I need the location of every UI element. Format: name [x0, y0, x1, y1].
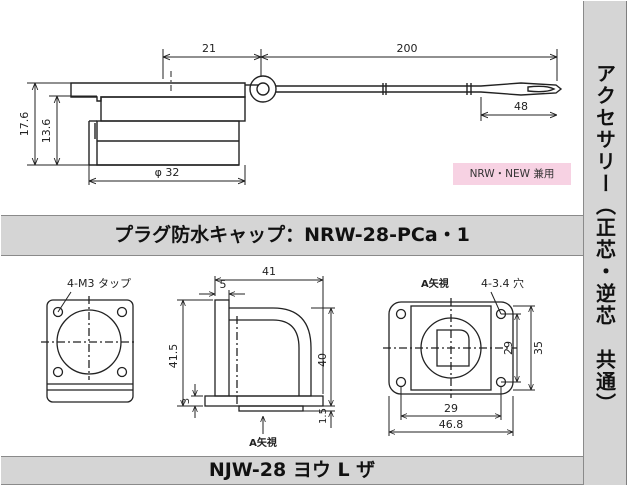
dim-200: 200: [397, 42, 418, 55]
dim-35: 35: [532, 341, 545, 355]
dim-41-5: 41.5: [167, 344, 180, 369]
dim-29-v: 29: [502, 341, 515, 355]
dim-17-6: 17.6: [18, 112, 31, 137]
side-label: アクセサリー（正芯・逆芯 共通）: [592, 63, 617, 415]
rear-view-label: A矢視: [421, 277, 449, 290]
dim-5: 5: [220, 278, 227, 291]
cap-drawing: 21 200 48 17.6 13.6 φ 32: [18, 42, 563, 185]
cap-body: [70, 82, 246, 166]
rear-view: [383, 298, 517, 398]
accessory-side-bar: アクセサリー（正芯・逆芯 共通）: [583, 1, 626, 485]
dim-46-8: 46.8: [439, 418, 464, 431]
dim-1-5: 1.5: [318, 408, 329, 424]
front-view: [41, 296, 137, 403]
view-arrow-label: A矢視: [249, 436, 277, 449]
dim-41: 41: [262, 265, 276, 278]
dim-3: 3: [181, 398, 192, 404]
dim-13-6: 13.6: [40, 119, 53, 144]
holes-label: 4-3.4 穴: [481, 276, 524, 290]
dim-21: 21: [202, 42, 216, 55]
strap: [245, 75, 563, 103]
dim-48: 48: [514, 100, 528, 113]
tap-label: 4-M3 タップ: [67, 277, 131, 290]
cap-drawing-panel: 21 200 48 17.6 13.6 φ 32 NRW・NEW 兼用: [1, 1, 583, 215]
dim-29-h: 29: [444, 402, 458, 415]
l-type-caption: NJW-28 ヨウ L ザ: [1, 456, 583, 485]
side-view: [204, 299, 324, 412]
dim-phi32: φ 32: [155, 166, 180, 179]
dim-40: 40: [316, 353, 329, 367]
l-type-drawing-panel: 4-M3 タップ 41 5 41.5 40 3 1.5: [1, 256, 583, 456]
l-type-drawing: 4-M3 タップ 41 5 41.5 40 3 1.5: [41, 265, 545, 449]
cap-caption: プラグ防水キャップ：NRW-28-PCa・1: [1, 215, 583, 256]
compatibility-badge: NRW・NEW 兼用: [453, 163, 571, 185]
